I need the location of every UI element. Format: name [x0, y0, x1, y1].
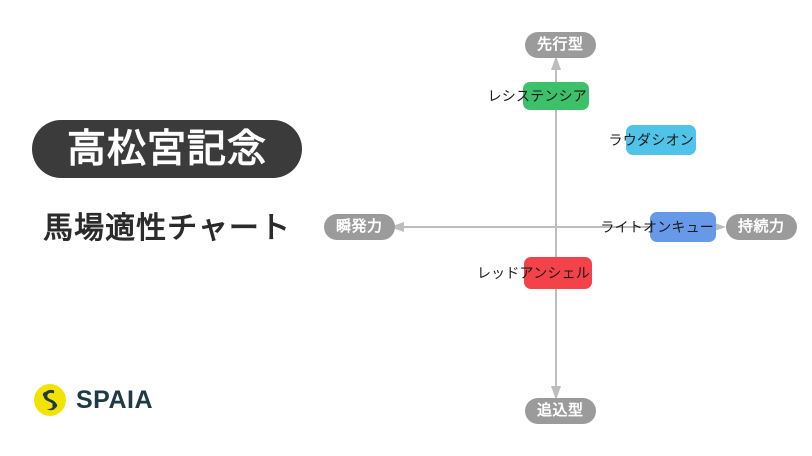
- data-point-label: レッドアンシェル: [476, 265, 590, 281]
- axis-arrow-down-icon: [551, 386, 561, 400]
- race-title-pill: 高松宮記念: [32, 120, 302, 178]
- race-title: 高松宮記念: [66, 127, 267, 171]
- data-point-label: ライトオンキュー: [600, 219, 714, 235]
- spaia-logo: SPAIA: [33, 383, 153, 417]
- axis-label-top: 先行型: [525, 32, 596, 58]
- axis-label-bottom: 追込型: [525, 398, 596, 424]
- data-point-marker: [626, 125, 696, 155]
- spaia-swirl-icon: [34, 384, 66, 416]
- data-point-marker: [523, 82, 589, 110]
- data-point-marker: [524, 257, 592, 289]
- data-point-label: ラウダシオン: [608, 132, 694, 148]
- axis-label-right: 持続力: [726, 214, 797, 240]
- axis-arrow-left-icon: [390, 222, 404, 232]
- aptitude-chart: 先行型 追込型 瞬発力 持続力 レシステンシアラウダシオンライトオンキューレッド…: [310, 0, 812, 456]
- spaia-logo-text: SPAIA: [76, 385, 154, 414]
- data-point-label: レシステンシア: [487, 88, 587, 104]
- axis-arrow-up-icon: [551, 56, 561, 70]
- data-point-marker: [650, 212, 716, 242]
- chart-subtitle: 馬場適性チャート: [43, 212, 291, 245]
- axis-label-left: 瞬発力: [324, 214, 395, 240]
